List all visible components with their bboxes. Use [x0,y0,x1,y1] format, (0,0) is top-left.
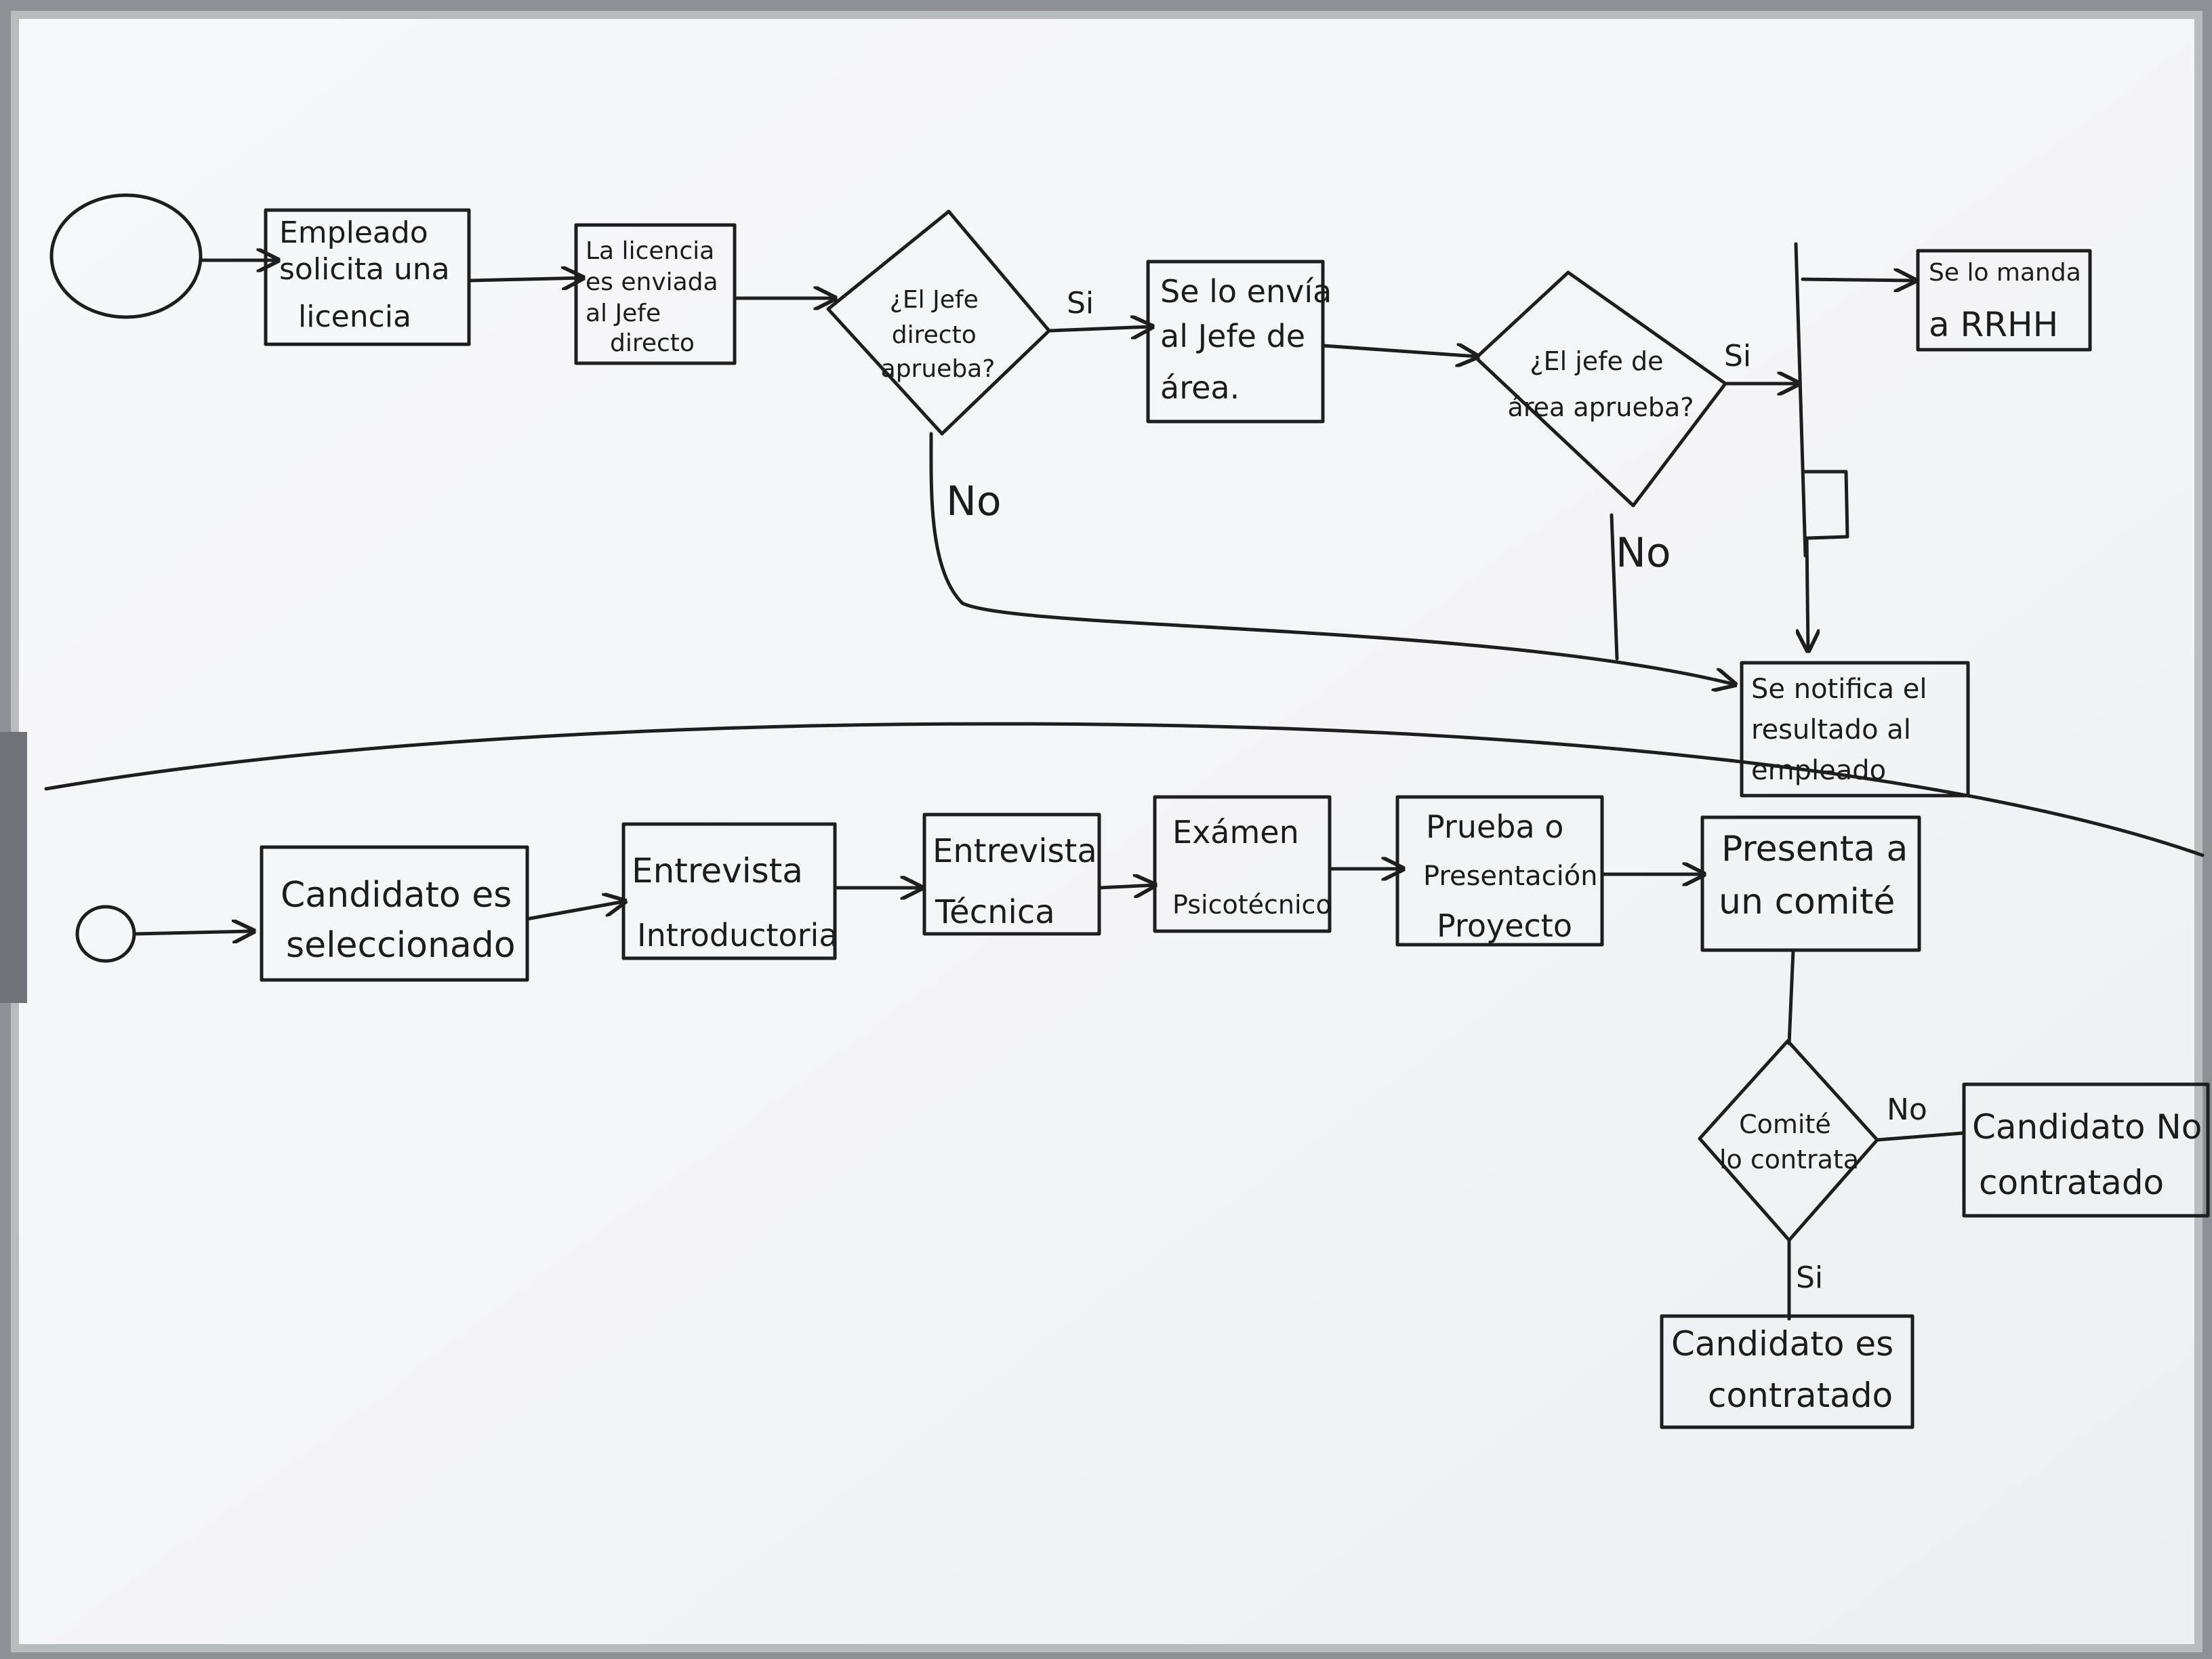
connector-committee-to-decision [1787,948,1795,1046]
box-psych-exam [1153,795,1332,933]
arrow-decision1-yes [1047,327,1152,331]
start-event-1 [49,193,203,319]
box-project-test [1395,795,1604,947]
arrow-selected-to-intro [525,901,625,921]
label-no-1: No [946,478,1002,525]
box-not-hired [1962,1082,2210,1218]
text-decision-committee: Comité lo contrata [1719,1109,1859,1174]
box-notify-employee [1740,661,1970,798]
text-send-hr: Se lo manda a RRHH [1929,259,2089,344]
text-decision-direct-boss: ¿El Jefe directo aprueba? [881,286,996,383]
label-yes-2: Si [1724,339,1751,373]
whiteboard-surface [15,15,2198,1648]
text-present-committee: Presenta a un comité [1719,829,1919,922]
text-send-area-boss: Se lo envía al Jefe de área. [1160,273,1342,406]
box-send-hr [1916,249,2092,352]
text-employee-request: Empleado solicita una licencia [279,216,459,334]
junction-bar [1794,242,1807,558]
text-psych-exam: Exámen Psicotécnico [1172,814,1332,920]
arrow-request-to-sent [467,278,583,281]
connector-decision-no [1875,1131,1965,1142]
lane-separator [44,722,2205,857]
text-project-test: Prueba o Presentación Proyecto [1423,808,1607,944]
arrow-junction-to-notify [1807,536,1808,651]
label-yes-1: Si [1067,286,1094,321]
box-present-committee [1700,815,1921,952]
text-intro-interview: Entrevista Introductoria [632,851,838,954]
connector-decision1-no [929,432,1735,684]
arrow-junction-to-hr [1801,279,1915,281]
text-candidate-selected: Candidato es seleccionado [281,875,523,966]
box-employee-request [264,208,471,346]
box-tech-interview [922,813,1101,936]
text-hired: Candidato es contratado [1671,1324,1904,1415]
junction-offset [1803,470,1849,540]
box-send-area-boss [1146,260,1325,424]
box-hired [1660,1314,1914,1429]
text-license-sent: La licencia es enviada al Jefe directo [586,237,726,357]
label-no-committee: No [1887,1092,1927,1127]
frame-clip-left [0,732,27,1003]
arrow-start2-to-selected [134,931,253,934]
text-decision-area-boss: ¿El jefe de área aprueba? [1508,346,1694,422]
arrow-area-to-decision2 [1321,346,1477,356]
decision-area-boss [1474,270,1727,508]
box-intro-interview [621,822,837,960]
text-tech-interview: Entrevista Técnica [933,832,1107,931]
text-not-hired: Candidato No es contratado [1972,1107,2212,1202]
label-no-2: No [1616,529,1671,577]
box-candidate-selected [260,845,529,982]
label-yes-committee: Si [1796,1261,1823,1295]
decision-direct-boss [826,209,1051,436]
connector-decision2-no [1610,513,1619,661]
box-license-sent [574,223,737,365]
arrow-tech-to-psych [1097,885,1155,888]
